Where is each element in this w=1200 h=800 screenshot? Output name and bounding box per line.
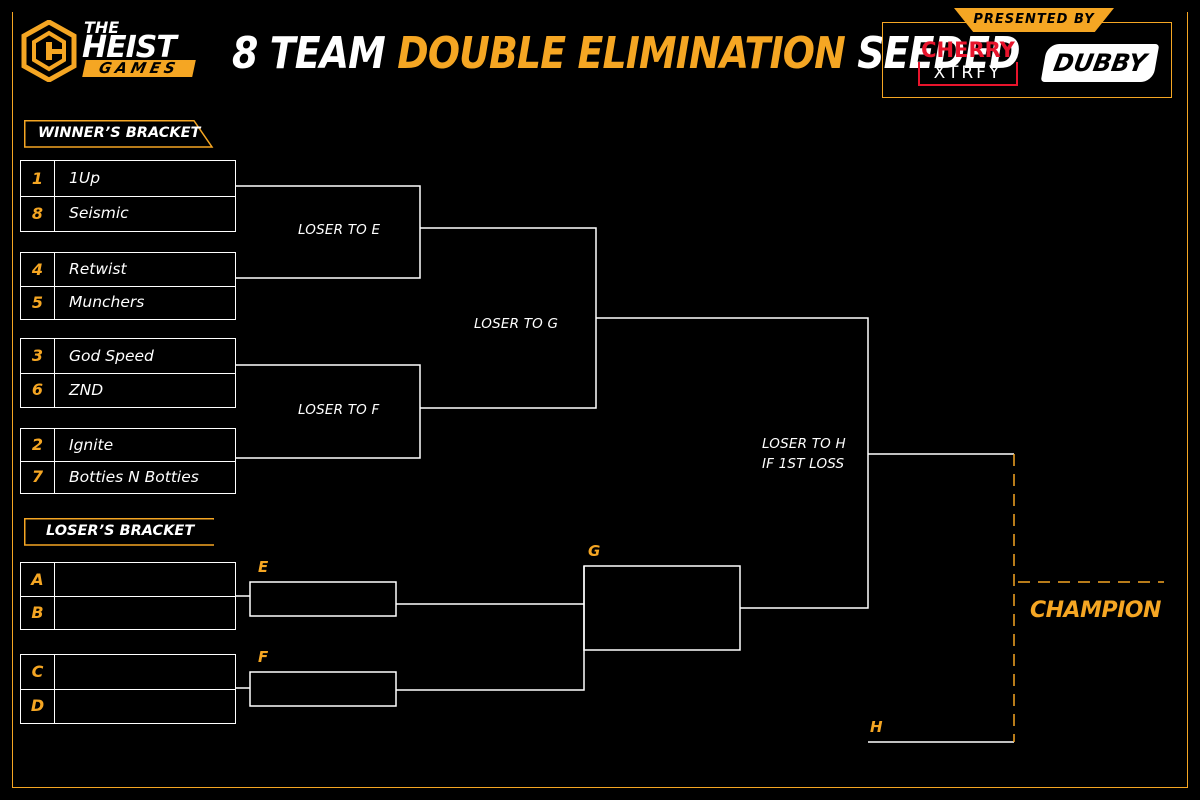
title-part3: SEEDED — [844, 28, 1020, 79]
page-frame — [12, 12, 1188, 788]
team-name: God Speed — [69, 347, 154, 365]
team-name: 1Up — [69, 169, 101, 187]
loser-to-g-label: LOSER TO G — [474, 316, 559, 332]
losers-bracket-tag: LOSER’S BRACKET — [24, 518, 224, 546]
loser-to-h-label: LOSER TO H — [762, 436, 846, 452]
connector-r1-bottom — [236, 364, 421, 459]
seed-letter: D — [21, 689, 55, 723]
losers-f-box — [249, 671, 397, 707]
losers-bracket-label: LOSER’S BRACKET — [46, 523, 195, 539]
seed-number: 7 — [21, 461, 55, 493]
row-divider — [21, 689, 235, 690]
brand-line2: HEIST — [82, 30, 177, 65]
losers-e-box — [249, 581, 397, 617]
team-name: ZND — [69, 381, 104, 399]
winners-bracket-label: WINNER’S BRACKET — [38, 125, 201, 141]
row-divider — [21, 373, 235, 374]
row-divider — [21, 286, 235, 287]
seed-letter: C — [21, 655, 55, 689]
seed-number: 6 — [21, 373, 55, 407]
winners-match-2: 4 Retwist 5 Munchers — [20, 252, 236, 320]
row-divider — [21, 596, 235, 597]
winners-match-3: 3 God Speed 6 ZND — [20, 338, 236, 408]
page-title: 8 TEAM DOUBLE ELIMINATION SEEDED — [232, 28, 1021, 79]
match-e-label: E — [258, 558, 269, 576]
champion-label: CHAMPION — [1030, 598, 1161, 623]
title-part1: 8 TEAM — [232, 28, 398, 79]
brand-line1: THE — [84, 18, 120, 37]
losers-match-ab: A B — [20, 562, 236, 630]
heist-logo-icon — [21, 20, 77, 82]
match-f-label: F — [258, 648, 269, 666]
winners-match-4: 2 Ignite 7 Botties N Botties — [20, 428, 236, 494]
loser-to-e-label: LOSER TO E — [298, 222, 381, 238]
losers-g-box — [583, 565, 741, 651]
cherry-logo-bottom: XTRFY — [918, 62, 1018, 86]
loser-to-h-condition: IF 1ST LOSS — [762, 456, 845, 472]
seed-number: 2 — [21, 429, 55, 461]
seed-number: 3 — [21, 339, 55, 373]
seed-number: 1 — [21, 161, 55, 196]
losers-match-cd: C D — [20, 654, 236, 724]
connector-winners-final — [596, 317, 869, 609]
presented-by-label: PRESENTED BY — [954, 8, 1114, 32]
winners-bracket-tag: WINNER’S BRACKET — [24, 120, 224, 148]
team-name: Ignite — [69, 436, 114, 454]
cherry-logo-top: CHERRY — [921, 38, 1015, 62]
seed-number: 5 — [21, 286, 55, 319]
match-g-label: G — [588, 542, 601, 560]
seed-number: 8 — [21, 196, 55, 231]
seed-number: 4 — [21, 253, 55, 286]
connector-r1-top — [236, 185, 421, 279]
team-name: Seismic — [69, 204, 129, 222]
seed-letter: B — [21, 596, 55, 629]
seed-letter: A — [21, 563, 55, 596]
tag-outline-icon — [24, 518, 214, 546]
team-name: Botties N Botties — [69, 468, 199, 486]
tag-outline-icon — [24, 120, 214, 148]
cherry-xtrfy-logo: CHERRY XTRFY — [912, 38, 1024, 88]
team-name: Retwist — [69, 260, 127, 278]
match-h-label: H — [870, 718, 883, 736]
row-divider — [21, 461, 235, 462]
loser-to-f-label: LOSER TO F — [298, 402, 380, 418]
row-divider — [21, 196, 235, 197]
connector-f-g — [396, 566, 585, 691]
title-part2: DOUBLE ELIMINATION — [397, 28, 846, 79]
team-name: Munchers — [69, 293, 145, 311]
winners-match-1: 1 1Up 8 Seismic — [20, 160, 236, 232]
